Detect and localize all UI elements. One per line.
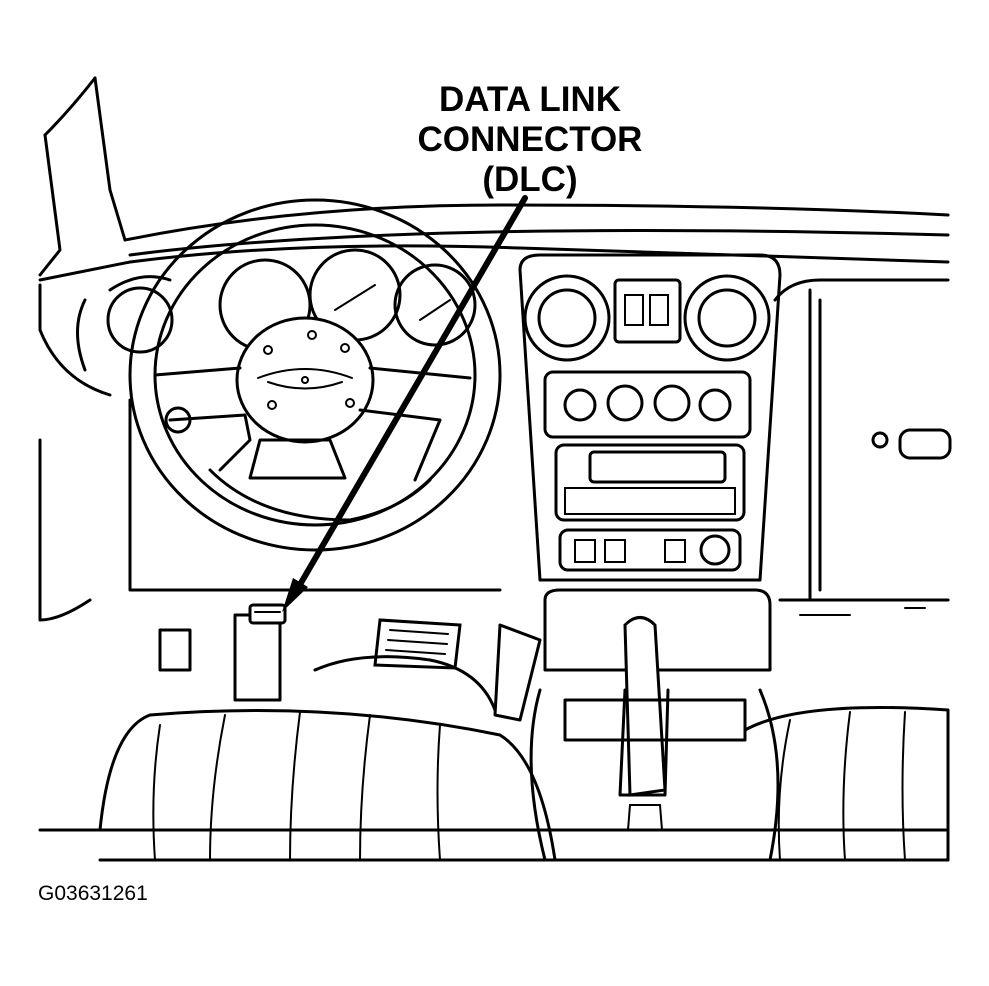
center-stack	[518, 253, 782, 582]
callout-line-1: DATA LINK	[438, 80, 622, 119]
dlc-connector	[248, 603, 287, 625]
callout-line-3: (DLC)	[482, 160, 578, 199]
pedals	[158, 613, 542, 722]
figure-id: G03631261	[38, 882, 148, 905]
a-pillar	[38, 76, 950, 277]
dlc-callout-label: DATA LINK CONNECTOR (DLC)	[400, 80, 660, 200]
leader-arrow	[282, 195, 528, 612]
instrument-cluster	[106, 248, 477, 354]
seats	[38, 706, 950, 862]
console-shifter	[529, 588, 780, 862]
callout-line-2: CONNECTOR	[417, 120, 643, 159]
steering-wheel	[128, 198, 502, 552]
